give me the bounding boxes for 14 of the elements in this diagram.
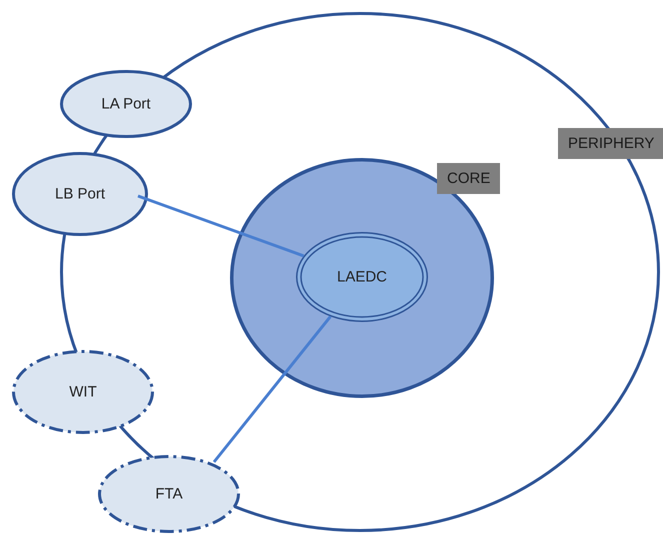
ellipse-node: [98, 455, 240, 533]
connector-line: [212, 316, 332, 463]
ellipse-node: [60, 70, 192, 138]
ellipse-node: [12, 152, 148, 236]
node-label: WIT: [69, 384, 97, 400]
region-label: CORE: [437, 163, 500, 194]
ellipse-node: [12, 350, 154, 434]
node-label: FTA: [155, 486, 183, 502]
node-label: LAEDC: [336, 268, 388, 286]
connector-line: [138, 194, 304, 258]
ellipse-node: [296, 232, 428, 322]
node-label: LA Port: [101, 96, 151, 112]
node-label: LB Port: [54, 186, 106, 202]
region-label: PERIPHERY: [558, 128, 663, 159]
